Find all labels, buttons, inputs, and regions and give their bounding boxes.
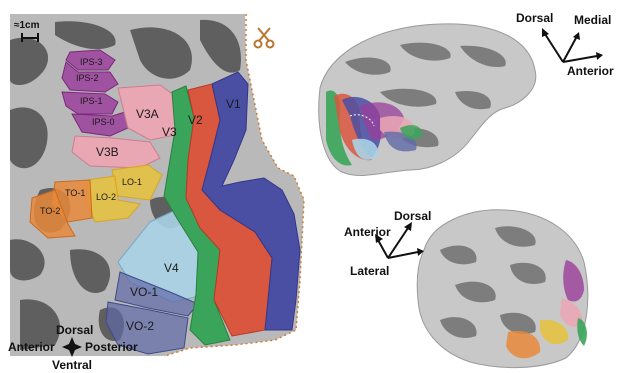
bottom-brain-view: [417, 210, 588, 368]
label-lo1: LO-1: [122, 177, 142, 187]
label-to2: TO-2: [40, 206, 60, 216]
label-lo2: LO-2: [96, 192, 116, 202]
bottom-brain-dorsal-label: Dorsal: [394, 209, 431, 223]
label-ips0: IPS-0: [92, 117, 115, 127]
scale-bar-label: ≈1cm: [14, 20, 40, 31]
flatmap-posterior-label: Posterior: [85, 340, 138, 354]
label-ips1: IPS-1: [80, 96, 103, 106]
top-brain-anterior-label: Anterior: [567, 64, 614, 78]
scissors-icon: [255, 28, 274, 48]
label-v2: V2: [188, 113, 203, 127]
label-v1: V1: [226, 97, 241, 111]
top-brain-medial-label: Medial: [574, 13, 611, 27]
top-brain-compass: [542, 28, 603, 62]
label-v3b: V3B: [96, 145, 119, 159]
flatmap-ventral-label: Ventral: [52, 358, 92, 372]
bottom-brain-anterior-label: Anterior: [344, 225, 391, 239]
flatmap-dorsal-label: Dorsal: [56, 323, 93, 337]
label-ips2: IPS-2: [76, 73, 99, 83]
label-v3a: V3A: [136, 107, 159, 121]
top-brain-view: [319, 24, 536, 176]
label-vo1: VO-1: [130, 285, 158, 299]
label-v4: V4: [164, 261, 179, 275]
label-v3: V3: [162, 125, 177, 139]
label-vo2: VO-2: [126, 319, 154, 333]
cortical-flatmap: [10, 14, 304, 356]
label-to1: TO-1: [65, 188, 85, 198]
bottom-brain-lateral-label: Lateral: [350, 264, 389, 278]
label-ips3: IPS-3: [80, 57, 103, 67]
flatmap-anterior-label: Anterior: [8, 340, 55, 354]
top-brain-dorsal-label: Dorsal: [516, 11, 553, 25]
